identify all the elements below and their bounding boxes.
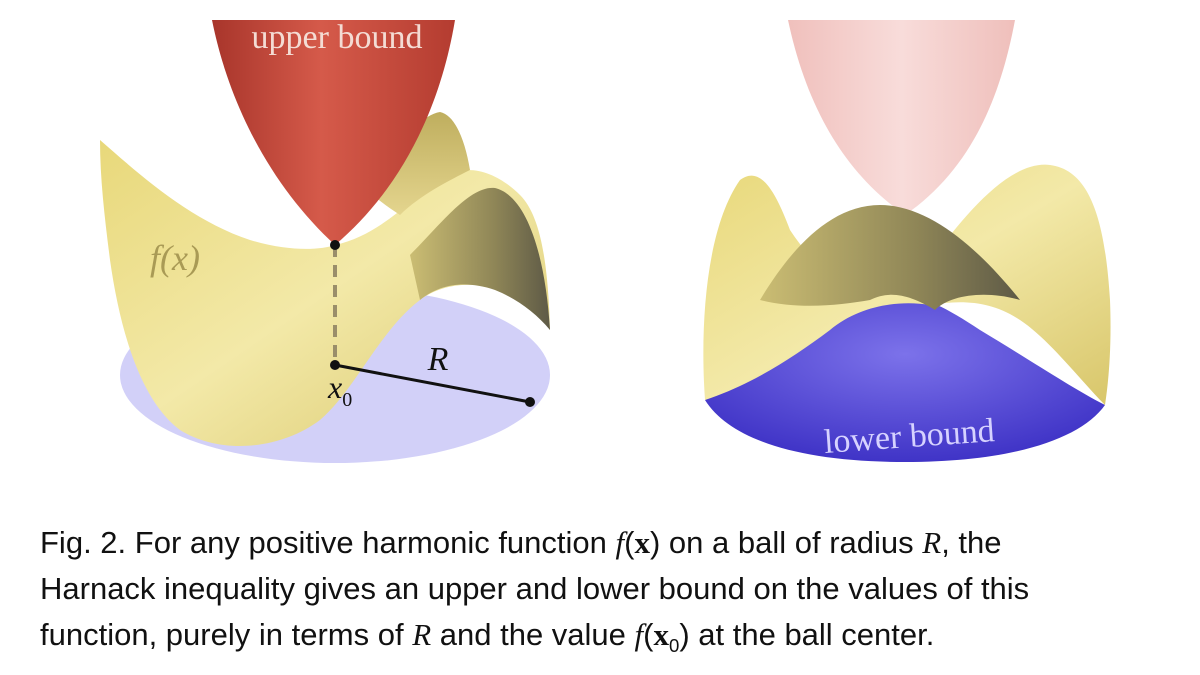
upper-bound-cone-faded bbox=[788, 20, 1015, 215]
figure-caption: Fig. 2. For any positive harmonic functi… bbox=[40, 520, 1170, 669]
surface-back-rise bbox=[360, 112, 470, 215]
lower-bound-cone bbox=[705, 296, 1105, 462]
radius-label: R bbox=[427, 341, 449, 378]
upper-bound-label: upper bound bbox=[252, 19, 423, 56]
surface-center-arch bbox=[760, 205, 1020, 310]
math-x-bold-1: x bbox=[634, 525, 650, 560]
caption-text-3a: function, purely in terms of bbox=[40, 617, 404, 652]
caption-text-1a: For any positive harmonic function bbox=[134, 525, 607, 560]
function-label: f(x) bbox=[150, 238, 200, 278]
math-f-2: f bbox=[634, 617, 644, 652]
math-R-2: R bbox=[412, 617, 432, 652]
math-R-1: R bbox=[922, 525, 942, 560]
radius-endpoint bbox=[525, 397, 535, 407]
upper-bound-cone bbox=[212, 20, 455, 245]
caption-line-2: Harnack inequality gives an upper and lo… bbox=[40, 571, 1030, 606]
caption-line-1: Fig. 2. For any positive harmonic functi… bbox=[40, 525, 1002, 560]
caption-label: Fig. 2. bbox=[40, 525, 127, 560]
left-panel: upper bound f(x) R x0 bbox=[100, 19, 550, 463]
math-subscript-0: 0 bbox=[668, 635, 680, 657]
harmonic-surface bbox=[100, 140, 550, 447]
caption-text-3b: and the value bbox=[439, 617, 626, 652]
figure-illustration: upper bound f(x) R x0 lower bound bbox=[100, 19, 1111, 463]
caption-text-1b: on a ball of radius bbox=[668, 525, 914, 560]
radius-line bbox=[334, 363, 531, 404]
right-panel: lower bound bbox=[703, 20, 1111, 462]
math-x-bold-2: x bbox=[653, 617, 669, 652]
math-f-1: f bbox=[615, 525, 625, 560]
surface-far-lobe bbox=[410, 187, 550, 330]
caption-text-3c: at the ball center. bbox=[698, 617, 935, 652]
center-label: x0 bbox=[327, 369, 352, 411]
caption-text-1c: , the bbox=[941, 525, 1002, 560]
peak-point bbox=[330, 240, 340, 250]
caption-line-3: function, purely in terms of R and the v… bbox=[40, 617, 935, 657]
